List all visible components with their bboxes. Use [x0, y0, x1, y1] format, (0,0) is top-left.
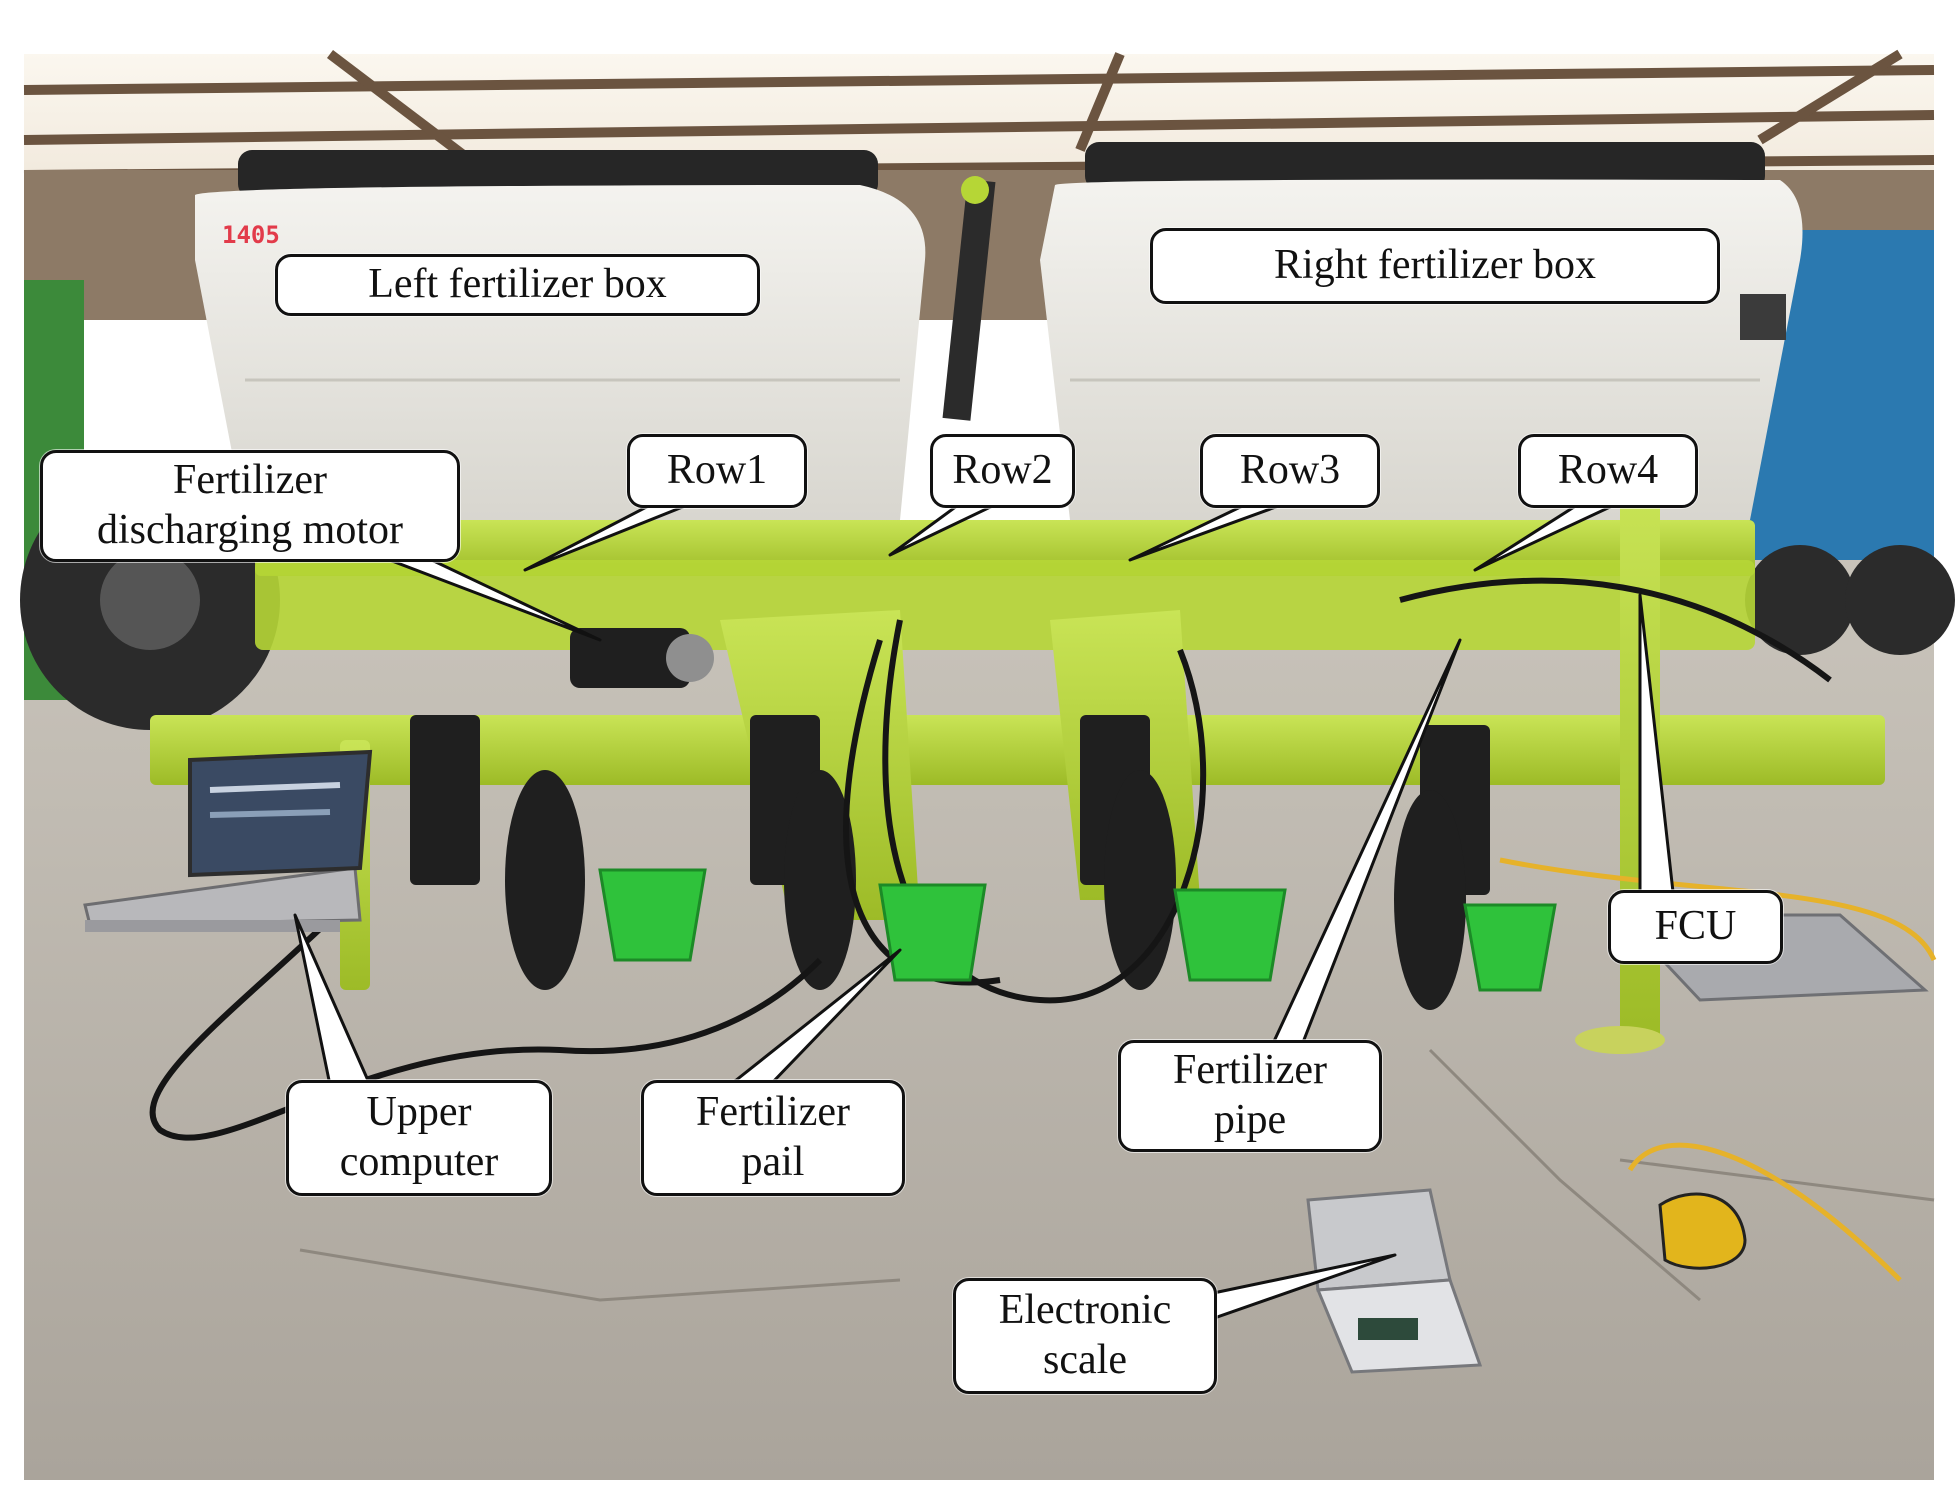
truck-wheel — [1745, 545, 1855, 655]
callout-row2: Row2 — [930, 434, 1075, 508]
qr-code — [1740, 294, 1786, 340]
laptop — [83, 749, 373, 932]
callout-fertilizer-pail: Fertilizer pail — [641, 1080, 905, 1196]
callout-fertilizer-pipe: Fertilizer pipe — [1118, 1040, 1382, 1152]
hitch-link — [942, 179, 996, 421]
callout-fertilizer-discharging-motor: Fertilizer discharging motor — [40, 450, 460, 562]
callout-fcu: FCU — [1608, 890, 1783, 964]
foot-switch — [1658, 1192, 1747, 1270]
fertilizer-pails — [598, 868, 1557, 992]
discharging-motor — [570, 628, 690, 688]
callout-row1: Row1 — [627, 434, 807, 508]
callout-left-fertilizer-box: Left fertilizer box — [275, 254, 760, 316]
callout-upper-computer: Upper computer — [286, 1080, 552, 1196]
callout-right-fertilizer-box: Right fertilizer box — [1150, 228, 1720, 304]
callout-electronic-scale: Electronic scale — [953, 1278, 1217, 1394]
electronic-scale-photo — [1306, 1188, 1483, 1374]
callout-row3: Row3 — [1200, 434, 1380, 508]
callout-row4: Row4 — [1518, 434, 1698, 508]
machine-number: 1405 — [222, 221, 280, 249]
